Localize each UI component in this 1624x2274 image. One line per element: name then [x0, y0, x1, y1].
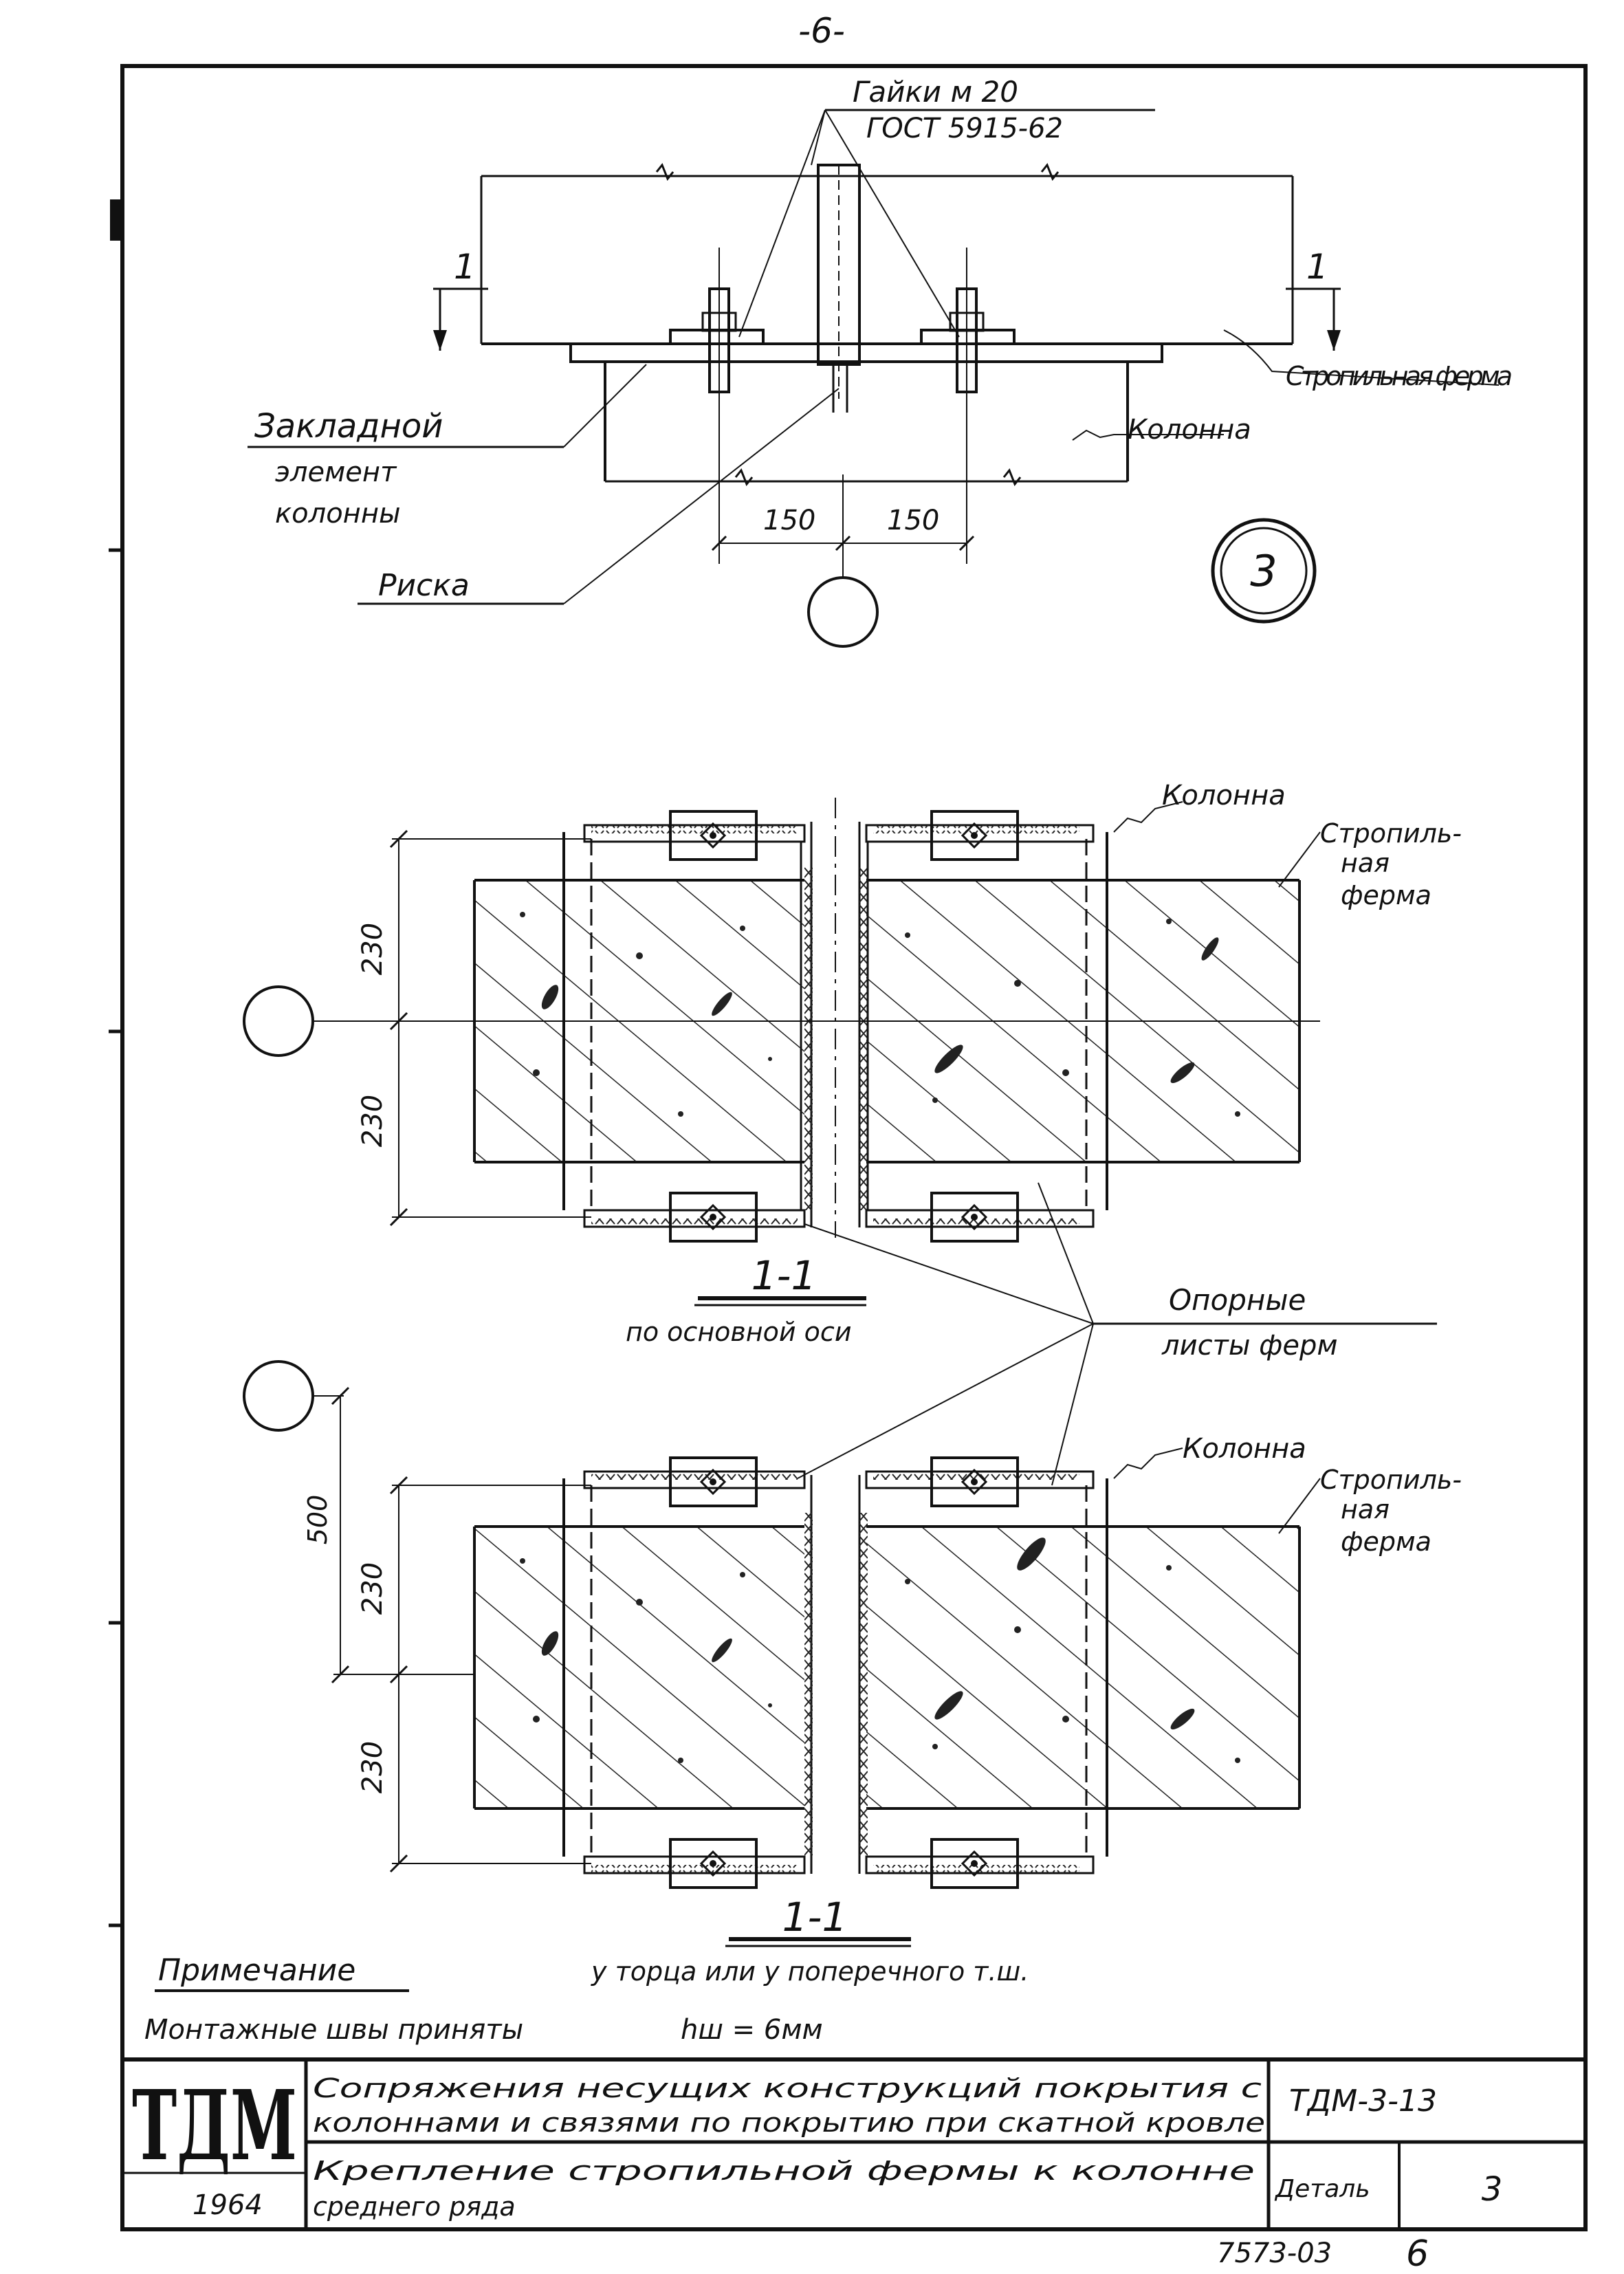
- truss-label-top: Стропильная ферма: [1286, 361, 1513, 391]
- section-a-truss-label-2: ная: [1341, 848, 1390, 878]
- support-plates-label-2: листы ферм: [1161, 1330, 1338, 1362]
- nuts-label: Гайки м 20: [853, 75, 1018, 109]
- section-mark-right: 1: [1306, 247, 1328, 287]
- section-a-dim-upper: 230: [357, 923, 388, 975]
- note-weld: hш = 6мм: [681, 2014, 823, 2046]
- title-block-subtitle-2: среднего ряда: [313, 2191, 516, 2222]
- section-b-dim-total: 500: [303, 1495, 333, 1545]
- section-a-column-label: Колонна: [1162, 780, 1286, 811]
- section-a-truss-label-1: Стропиль-: [1320, 818, 1462, 849]
- page-number: -6-: [798, 11, 845, 51]
- section-b-truss-label-3: ферма: [1341, 1527, 1431, 1557]
- note-text: Монтажные швы приняты: [144, 2014, 523, 2046]
- top-detail: [248, 109, 1500, 648]
- section-b: [243, 1360, 1321, 1947]
- title-block-title-2: колоннами и связями по покрытию при скат…: [313, 2108, 1265, 2138]
- title-block: [122, 2057, 1585, 2229]
- title-block-detail-label: Деталь: [1274, 2175, 1370, 2203]
- section-a: [243, 798, 1321, 1307]
- section-a-dim-lower: 230: [357, 1095, 388, 1147]
- section-a-truss-label-3: ферма: [1341, 880, 1431, 910]
- section-a-title: 1-1: [751, 1252, 817, 1299]
- title-block-subtitle-1: Крепление стропильной фермы к колонне: [313, 2156, 1255, 2186]
- section-b-title: 1-1: [782, 1894, 848, 1940]
- gost-label: ГОСТ 5915-62: [866, 113, 1063, 144]
- section-b-dim-lower: 230: [357, 1741, 388, 1793]
- embedded-label-3: колонны: [275, 498, 401, 529]
- section-b-subtitle: у торца или у поперечного т.ш.: [591, 1956, 1029, 1987]
- section-b-truss-label-1: Стропиль-: [1320, 1465, 1462, 1495]
- drawing-frame: [120, 64, 1588, 2231]
- title-block-year: 1964: [193, 2189, 263, 2221]
- detail-number-circle: 3: [1250, 546, 1277, 596]
- support-plates-label-1: Опорные: [1169, 1283, 1306, 1317]
- dim-150-left: 150: [763, 505, 815, 536]
- title-block-detail-number: 3: [1482, 2170, 1503, 2209]
- mark-label: Риска: [378, 568, 470, 603]
- support-plates-leaders: [797, 1182, 1437, 1486]
- section-b-dim-upper: 230: [357, 1562, 388, 1615]
- column-label-top: Колонна: [1128, 414, 1251, 446]
- section-b-column-label: Колонна: [1183, 1433, 1306, 1465]
- title-block-logo: ТДМ: [132, 2070, 297, 2183]
- sheet-number: 6: [1406, 2233, 1429, 2274]
- section-b-truss-label-2: ная: [1341, 1494, 1390, 1524]
- dim-150-right: 150: [887, 505, 939, 536]
- embedded-label-1: Закладной: [254, 407, 443, 446]
- note-heading: Примечание: [158, 1953, 355, 1988]
- archive-number: 7573-03: [1217, 2238, 1332, 2269]
- section-mark-left: 1: [454, 247, 476, 287]
- frame-left-ticks: [109, 199, 122, 1927]
- title-block-title-1: Сопряжения несущих конструкций покрытия …: [313, 2073, 1262, 2103]
- section-a-subtitle: по основной оси: [626, 1317, 852, 1347]
- embedded-label-2: элемент: [275, 457, 397, 488]
- title-block-code: ТДМ-3-13: [1289, 2084, 1437, 2119]
